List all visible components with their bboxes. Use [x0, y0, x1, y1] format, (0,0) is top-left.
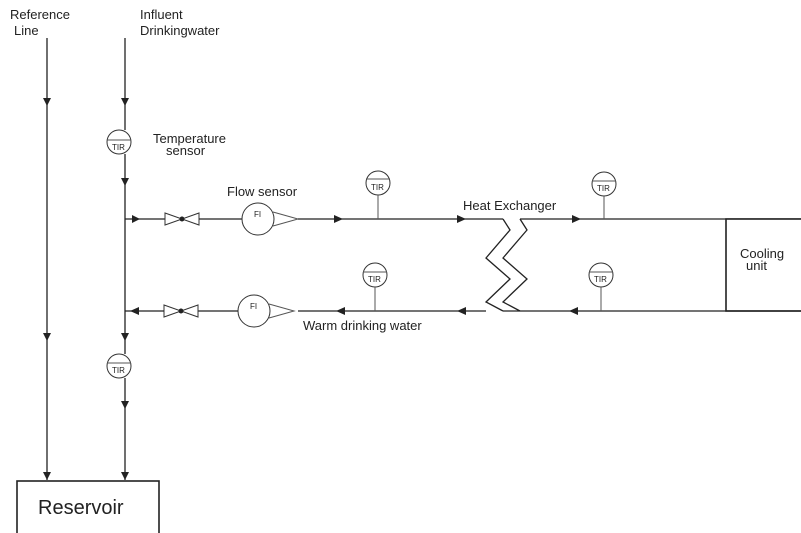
- heat-exchanger: [484, 218, 528, 312]
- influent-label-2: Drinkingwater: [140, 23, 220, 38]
- return-arrow-1: [457, 307, 466, 315]
- temperature-sensor-label-2: sensor: [166, 143, 206, 158]
- supply-arrow-2: [334, 215, 343, 223]
- temperature-sensor-label-1: Temperature: [153, 131, 226, 146]
- tir-tag-return: TIR: [368, 275, 381, 284]
- supply-arrow-1: [132, 215, 140, 223]
- influent-arrow-5: [121, 472, 129, 480]
- tir-tag-cooling-supply: TIR: [597, 184, 610, 193]
- tir-tag-supply: TIR: [371, 183, 384, 192]
- reservoir-label: Reservoir: [38, 497, 124, 519]
- flow-sensor-supply: FI: [241, 202, 300, 236]
- tir-tag-top: TIR: [112, 143, 125, 152]
- tir-tag-cooling-return: TIR: [594, 275, 607, 284]
- tir-tag-bottom: TIR: [112, 366, 125, 375]
- cooling-unit-label-1: Cooling: [740, 246, 784, 261]
- reference-line-label-1: Reference: [10, 7, 70, 22]
- return-arrow-2: [336, 307, 345, 315]
- supply-valve: [164, 212, 200, 226]
- cooling-unit-label-2: unit: [746, 258, 767, 273]
- reference-arrow-3: [43, 472, 51, 480]
- supply-arrow-3: [457, 215, 466, 223]
- influent-arrow-4: [121, 401, 129, 409]
- fi-tag-return: FI: [250, 302, 257, 311]
- reservoir-box: [16, 480, 160, 533]
- influent-arrow-1: [121, 98, 129, 106]
- flow-sensor-label: Flow sensor: [227, 184, 298, 199]
- temperature-sensor-return: TIR: [362, 262, 388, 311]
- temperature-sensor-top: TIR: [106, 129, 132, 155]
- temperature-sensor-cooling-supply: TIR: [591, 171, 617, 219]
- temperature-sensor-bottom: TIR: [106, 353, 132, 379]
- fi-tag-supply: FI: [254, 210, 261, 219]
- temperature-sensor-cooling-return: TIR: [588, 262, 614, 311]
- cooling-unit-box: [725, 218, 801, 312]
- temperature-sensor-supply: TIR: [365, 170, 391, 219]
- warm-drinking-water-label: Warm drinking water: [303, 318, 422, 333]
- reference-arrow-1: [43, 98, 51, 106]
- influent-label-1: Influent: [140, 7, 183, 22]
- influent-arrow-2: [121, 178, 129, 186]
- heat-exchanger-label: Heat Exchanger: [463, 198, 557, 213]
- return-valve: [163, 304, 199, 318]
- cooling-arrow-2: [569, 307, 578, 315]
- reference-line-label-2: Line: [14, 23, 39, 38]
- flow-sensor-return: FI: [237, 294, 296, 328]
- reference-arrow-2: [43, 333, 51, 341]
- return-arrow-3: [130, 307, 139, 315]
- influent-arrow-3: [121, 333, 129, 341]
- cooling-arrow-1: [572, 215, 581, 223]
